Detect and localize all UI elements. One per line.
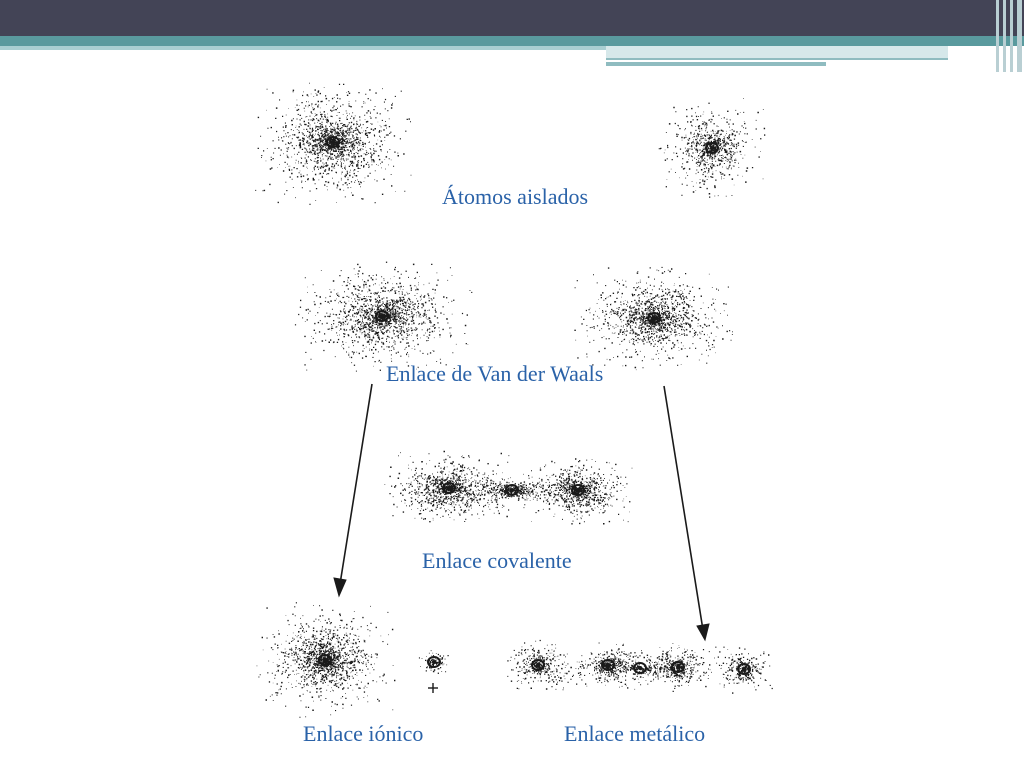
covalent-atom-right-cloud xyxy=(523,458,633,525)
van-der-waals-label: Enlace de Van der Waals xyxy=(386,361,604,386)
ionic-plus-sign xyxy=(428,683,438,693)
vdw-atom-right-cloud xyxy=(574,266,733,371)
metallic-sea-cloud xyxy=(510,646,758,689)
corner-stripes xyxy=(994,0,1024,72)
ionic-bond-label: Enlace iónico xyxy=(303,721,424,746)
covalent-bridge-cloud xyxy=(452,475,573,506)
electron-clouds xyxy=(255,82,773,718)
isolated-atom-right-cloud xyxy=(658,98,766,198)
accent-step-upper xyxy=(606,46,948,60)
metallic-atom-4-cloud xyxy=(721,646,773,694)
covalent-atom-left-cloud xyxy=(384,450,510,523)
accent-band xyxy=(0,36,1024,46)
ionic-cation-cloud xyxy=(418,650,449,674)
title-bar xyxy=(0,0,1024,36)
vdw-atom-left-cloud xyxy=(294,261,473,372)
arrow-to-ionic xyxy=(339,383,373,585)
metallic-atom-2-cloud xyxy=(579,642,640,690)
metallic-bond-label: Enlace metálico xyxy=(564,721,706,746)
arrow-to-metallic xyxy=(663,385,704,631)
metallic-atom-3-cloud xyxy=(646,643,712,692)
accent-step-lower xyxy=(606,62,826,66)
isolated-atoms-label: Átomos aislados xyxy=(442,184,589,209)
covalent-bond-label: Enlace covalente xyxy=(422,548,572,573)
ionic-anion-cloud xyxy=(256,602,396,718)
isolated-atom-left-cloud xyxy=(255,82,412,205)
arrow-to-ionic-head xyxy=(333,577,347,598)
arrow-to-metallic-head xyxy=(696,623,710,642)
metallic-atom-1-cloud xyxy=(507,639,574,691)
arrows xyxy=(333,383,710,642)
accent-band-light xyxy=(0,46,606,50)
